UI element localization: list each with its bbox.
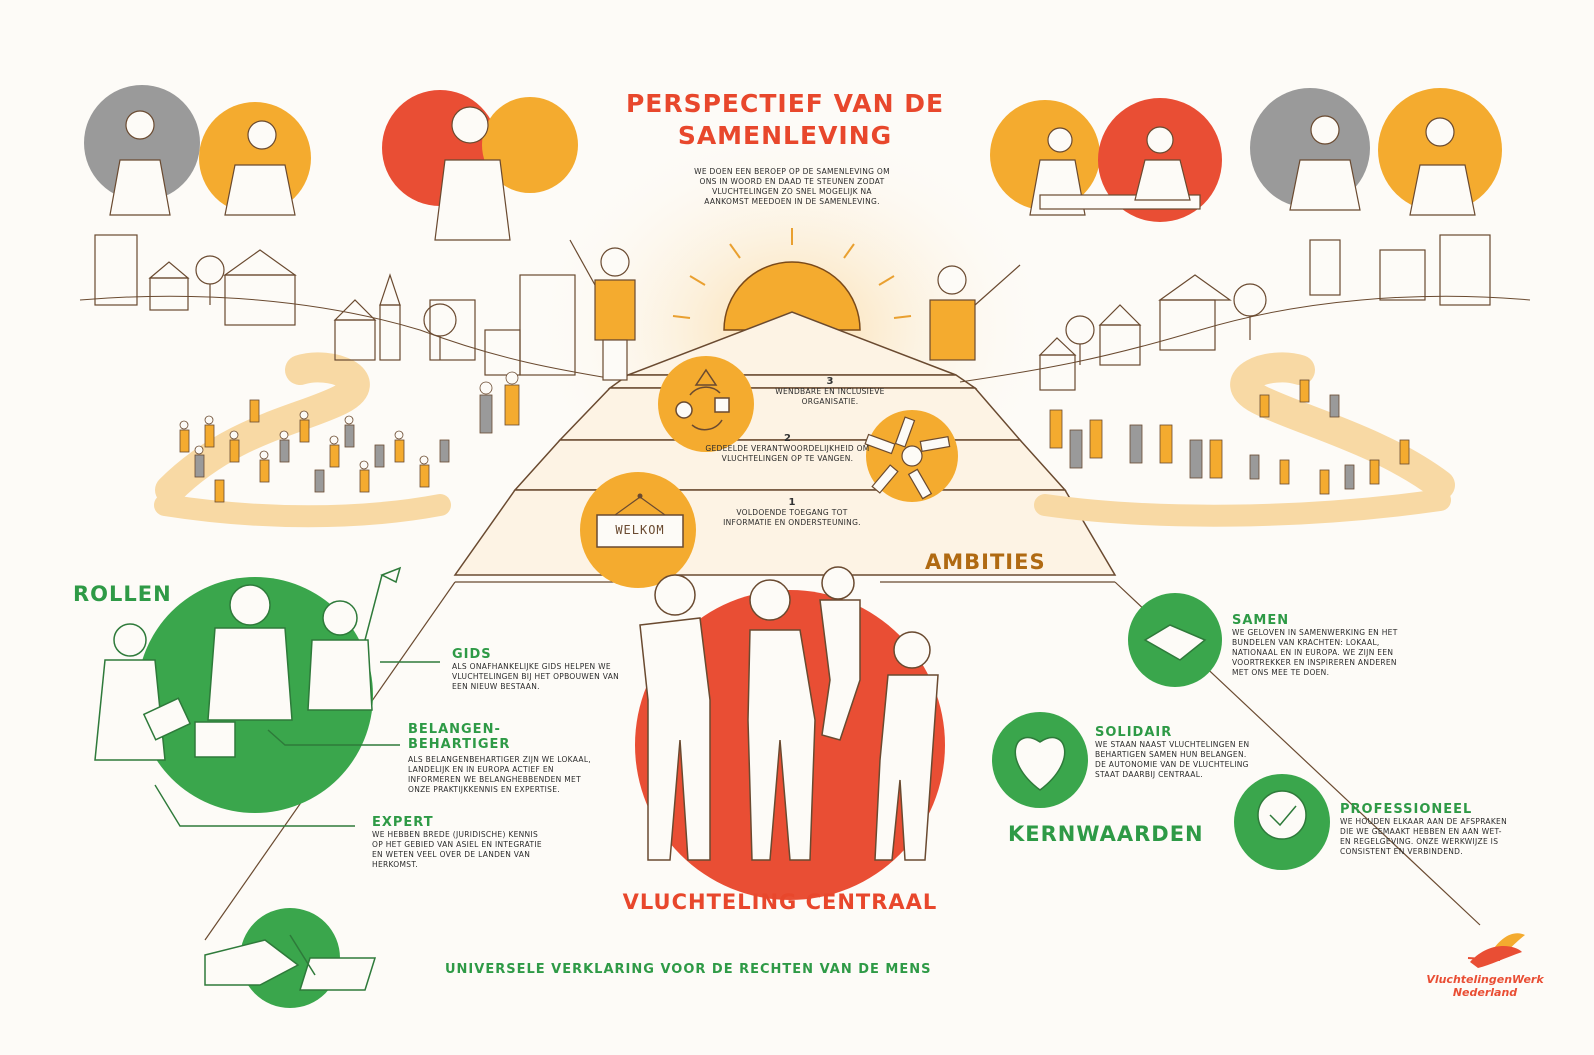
kernwaarden-title: KERNWAARDEN [1008,822,1204,846]
crowd-left [179,371,520,503]
rol-title-line-2: BEHARTIGER [408,737,511,752]
step-text: VOLDOENDE TOEGANG TOT INFORMATIE EN ONDE… [723,508,861,527]
rol-gids: GIDS ALS ONAFHANKELIJKE GIDS HELPEN WE V… [452,647,632,692]
rol-title: GIDS [452,647,492,662]
kernwaarde-text: WE GELOVEN IN SAMENWERKING EN HET BUNDEL… [1232,628,1398,677]
rol-text: ALS ONAFHANKELIJKE GIDS HELPEN WE VLUCHT… [452,662,620,691]
ambition-step-1: 1 VOLDOENDE TOEGANG TOT INFORMATIE EN ON… [722,497,862,528]
rol-title-line-1: BELANGEN- [408,722,501,737]
kernwaarde-title: PROFESSIONEEL [1340,802,1473,817]
page-title: PERSPECTIEF VAN DE SAMENLEVING [600,88,970,152]
logo-flame [1467,933,1525,968]
rol-text: WE HEBBEN BREDE (JURIDISCHE) KENNIS OP H… [372,830,542,869]
rol-belangenbehartiger: BELANGEN- BEHARTIGER ALS BELANGENBEHARTI… [408,722,603,795]
ambition-step-3: 3 WENDBARE EN INCLUSIEVE ORGANISATIE. [755,376,905,407]
rol-expert: EXPERT WE HEBBEN BREDE (JURIDISCHE) KENN… [372,815,547,870]
rol-title: EXPERT [372,815,434,830]
step-text: WENDBARE EN INCLUSIEVE ORGANISATIE. [775,387,885,406]
kernwaarde-solidair: SOLIDAIR WE STAAN NAAST VLUCHTELINGEN EN… [1095,725,1260,780]
welkom-sign: WELKOM [615,523,665,537]
crowd-right [1049,379,1410,495]
step-text: GEDEELDE VERANTWOORDELIJKHEID OM VLUCHTE… [705,444,870,463]
logo-line-1: VluchtelingenWerk [1426,973,1544,986]
kernwaarde-title: SAMEN [1232,613,1290,628]
rol-text: ALS BELANGENBEHARTIGER ZIJN WE LOKAAL, L… [408,755,591,794]
kernwaarde-text: WE HOUDEN ELKAAR AAN DE AFSPRAKEN DIE WE… [1340,817,1508,856]
title-line-2: SAMENLEVING [677,121,893,150]
kernwaarde-samen: SAMEN WE GELOVEN IN SAMENWERKING EN HET … [1232,613,1412,678]
declaration-text: UNIVERSELE VERKLARING VOOR DE RECHTEN VA… [445,962,932,977]
ambities-title: AMBITIES [925,550,1046,574]
logo: VluchtelingenWerk Nederland [1420,973,1550,999]
step-number: 2 [784,433,791,444]
ambition-step-2: 2 GEDEELDE VERANTWOORDELIJKHEID OM VLUCH… [705,433,870,464]
kernwaarde-text: WE STAAN NAAST VLUCHTELINGEN EN BEHARTIG… [1095,740,1250,779]
logo-line-2: Nederland [1452,986,1518,999]
kernwaarde-title: SOLIDAIR [1095,725,1173,740]
rollen-title: ROLLEN [73,582,172,606]
title-line-1: PERSPECTIEF VAN DE [625,89,945,118]
intro-text: WE DOEN EEN BEROEP OP DE SAMENLEVING OM … [694,167,890,206]
kernwaarde-professioneel: PROFESSIONEEL WE HOUDEN ELKAAR AAN DE AF… [1340,802,1515,857]
step-number: 3 [826,376,834,387]
step-number: 1 [788,497,796,508]
center-title: VLUCHTELING CENTRAAL [622,890,938,914]
